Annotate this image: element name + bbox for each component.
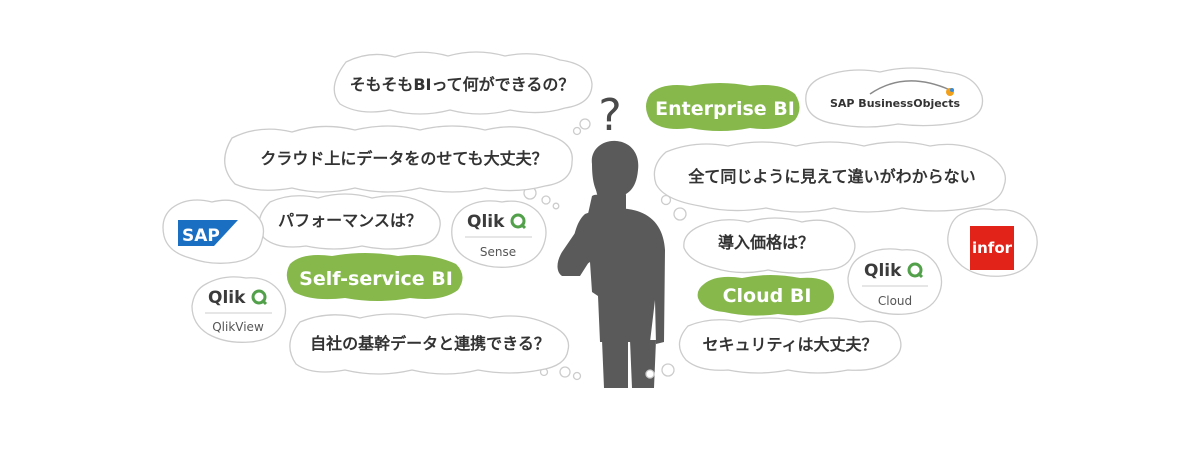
question-security: セキュリティは大丈夫？: [702, 335, 877, 354]
question-cloud-data-safe: クラウド上にデータをのせても大丈夫？: [260, 149, 547, 168]
qlik-sense-product: Sense: [480, 245, 516, 259]
qlik-logo-icon: [510, 213, 526, 229]
qlik-logo-icon: [907, 262, 923, 278]
cloud-q7: セキュリティは大丈夫？: [678, 317, 902, 374]
question-performance: パフォーマンスは？: [278, 211, 422, 230]
qlik-logo-icon: [251, 289, 267, 305]
tag-self-service-bi: Self-service BI: [286, 253, 463, 301]
cloud-q5: 全て同じように見えて違いがわからない: [653, 141, 1007, 213]
qlik-cloud-product: Cloud: [878, 294, 912, 308]
sap-businessobjects-logo-text: SAP BusinessObjects: [830, 97, 960, 110]
logo-cloud-qlik-sense: Qlik Sense: [451, 200, 547, 268]
logo-cloud-sap: SAP: [162, 199, 265, 264]
sap-logo-text: SAP: [182, 226, 220, 246]
sap-logo-shape: [178, 220, 238, 246]
tag-cloud-bi: Cloud BI: [697, 275, 834, 316]
question-mark: ?: [598, 90, 621, 141]
question-what-can-bi-do: そもそもBIって何ができるの？: [350, 75, 575, 94]
question-implementation-price: 導入価格は？: [718, 233, 814, 252]
tag-cloud-bi-label: Cloud BI: [723, 285, 812, 307]
tag-enterprise-bi-label: Enterprise BI: [655, 98, 795, 120]
question-core-data-integration: 自社の基幹データと連携できる？: [310, 334, 550, 353]
tag-enterprise-bi: Enterprise BI: [646, 83, 800, 131]
logo-cloud-sap-businessobjects: SAP BusinessObjects: [805, 67, 984, 128]
cloud-q2: クラウド上にデータをのせても大丈夫？: [224, 125, 573, 193]
qlikview-product: QlikView: [212, 320, 264, 334]
cloud-q3: パフォーマンスは？: [258, 193, 441, 250]
question-cannot-tell-difference: 全て同じように見えて違いがわからない: [687, 167, 975, 186]
infor-logo-square: [970, 226, 1014, 270]
cloud-q6: 導入価格は？: [683, 217, 856, 274]
qlikview-brand: Qlik: [208, 288, 246, 308]
logo-cloud-qlikview: Qlik QlikView: [191, 276, 287, 343]
infor-logo-text: infor: [972, 239, 1013, 257]
qlik-cloud-brand: Qlik: [864, 261, 902, 281]
thinking-person-silhouette: [557, 140, 665, 388]
cloud-q1: そもそもBIって何ができるの？: [333, 51, 593, 115]
qlik-sense-brand: Qlik: [467, 212, 505, 232]
cloud-q4: 自社の基幹データと連携できる？: [289, 313, 570, 375]
logo-cloud-infor: infor: [947, 208, 1038, 277]
logo-cloud-qlik-cloud: Qlik Cloud: [847, 248, 943, 315]
tag-self-service-bi-label: Self-service BI: [299, 268, 453, 290]
